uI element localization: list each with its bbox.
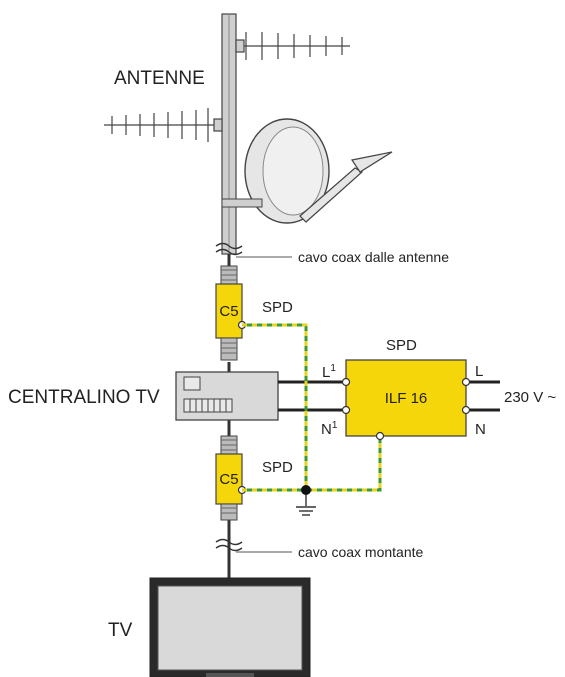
earth-conductors xyxy=(242,323,382,506)
antenne-label: ANTENNE xyxy=(114,68,205,89)
c5-upper-label: C5 xyxy=(219,303,238,320)
yagi-antenna-upper-icon xyxy=(235,32,350,60)
power-wires xyxy=(278,380,500,412)
c5-spd-upper xyxy=(215,265,247,361)
tv-label: TV xyxy=(108,620,133,641)
riser-cable-label: cavo coax montante xyxy=(298,544,424,560)
ground-symbol-icon xyxy=(296,506,316,516)
spd-lower-label: SPD xyxy=(262,459,293,476)
cable-break-upper-icon xyxy=(215,242,243,256)
ilf16-label: ILF 16 xyxy=(385,390,428,407)
centralino-tv-label: CENTRALINO TV xyxy=(8,387,160,408)
l-out-label: L xyxy=(475,363,483,380)
cable-from-antennas-label: cavo coax dalle antenne xyxy=(298,249,449,265)
l1-terminal-label: L1 xyxy=(322,363,336,381)
cable-break-lower-icon xyxy=(215,538,243,552)
tv-set-icon xyxy=(149,577,311,677)
spd-upper-label: SPD xyxy=(262,299,293,316)
tv-headend-box xyxy=(175,371,279,421)
c5-lower-label: C5 xyxy=(219,471,238,488)
c5-spd-lower xyxy=(215,435,247,521)
earth-junction-icon xyxy=(301,485,311,495)
n-out-label: N xyxy=(475,421,486,438)
ilf16-spd xyxy=(341,359,471,441)
n1-terminal-label: N1 xyxy=(321,420,338,438)
spd-ilf-label: SPD xyxy=(386,337,417,354)
yagi-antenna-lower-icon xyxy=(104,108,223,142)
satellite-dish-icon xyxy=(221,118,393,224)
antenna-mast xyxy=(221,13,237,255)
voltage-label: 230 V ~ xyxy=(504,389,556,406)
